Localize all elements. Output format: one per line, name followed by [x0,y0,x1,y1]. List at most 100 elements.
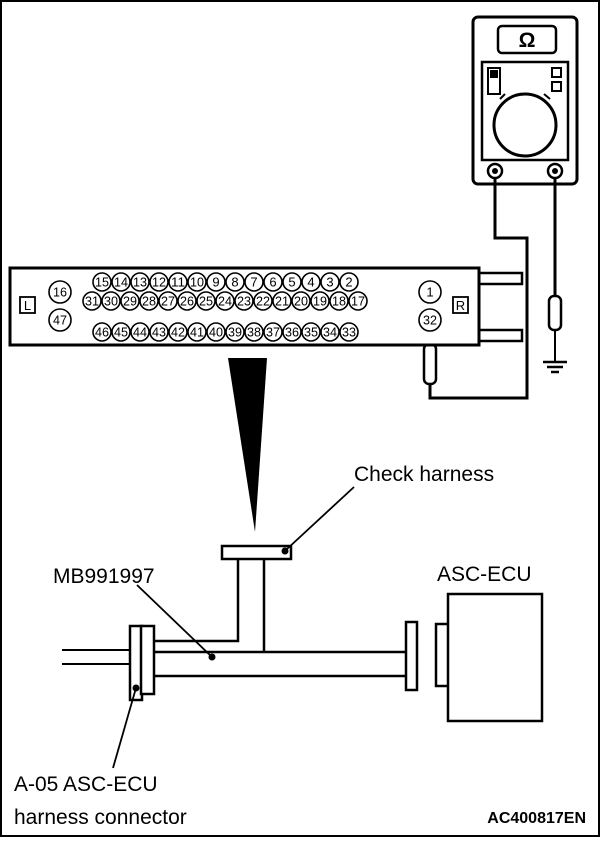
pin-13: 13 [130,272,150,292]
pin-label: 42 [171,325,185,340]
pin-41: 41 [187,322,207,342]
pin-18: 18 [329,291,349,311]
pin-label: 36 [285,325,299,340]
pin-12: 12 [149,272,169,292]
pin-label: 18 [332,294,346,309]
pin-47: 47 [48,308,72,332]
pin-39: 39 [225,322,245,342]
ground-lead [543,178,567,374]
pin-label: 1 [426,285,433,300]
pin-9: 9 [206,272,226,292]
selector-dial-icon [492,92,558,158]
pin-34: 34 [320,322,340,342]
pin-label: 19 [313,294,327,309]
pin-42: 42 [168,322,188,342]
pin-15: 15 [92,272,112,292]
connector-tab [476,328,524,343]
pin-label: 25 [199,294,213,309]
pin-label: 31 [85,294,99,309]
ohm-symbol: Ω [519,29,536,52]
ohmmeter: Ω [471,15,579,186]
pin-28: 28 [139,291,159,311]
leader-dot [281,547,289,555]
pin-label: 29 [123,294,137,309]
side-marker-right [452,296,469,314]
probe-icon [547,294,563,332]
pin-31: 31 [82,291,102,311]
pin-label: 14 [114,275,128,290]
pin-label: 41 [190,325,204,340]
pin-40: 40 [206,322,226,342]
pin-label: 24 [218,294,232,309]
pin-8: 8 [225,272,245,292]
probe-icon [422,342,438,386]
pin-label: 7 [250,275,257,290]
pin-30: 30 [101,291,121,311]
pin-label: 33 [342,325,356,340]
pin-46: 46 [92,322,112,342]
pin-23: 23 [234,291,254,311]
pin-6: 6 [263,272,283,292]
pin-7: 7 [244,272,264,292]
check-harness-label: Check harness [354,463,494,486]
pin-label: 26 [180,294,194,309]
pin-label: 21 [275,294,289,309]
pin-label: 6 [269,275,276,290]
pin-label: 38 [247,325,261,340]
pin-44: 44 [130,322,150,342]
harness-connector-label-line2: harness connector [14,806,187,829]
side-marker-left [19,296,36,314]
pin-label: 28 [142,294,156,309]
pin-label: 32 [423,313,437,328]
pin-20: 20 [291,291,311,311]
pin-label: 22 [256,294,270,309]
ecu-label: ASC-ECU [437,563,532,586]
pin-label: 40 [209,325,223,340]
pin-label: 34 [323,325,337,340]
pin-label: 20 [294,294,308,309]
pin-label: 35 [304,325,318,340]
pin-19: 19 [310,291,330,311]
pin-label: 27 [161,294,175,309]
indicator-icon [551,81,562,92]
pin-label: 3 [326,275,333,290]
pin-14: 14 [111,272,131,292]
pin-label: 43 [152,325,166,340]
view-pointer [228,358,267,532]
leader-dot [132,684,140,692]
pin-label: 16 [53,285,67,300]
pin-33: 33 [339,322,359,342]
pin-label: 17 [351,294,365,309]
pin-29: 29 [120,291,140,311]
pin-label: 15 [95,275,109,290]
pin-label: 2 [345,275,352,290]
check-harness-assembly [62,544,419,702]
indicator-icon [551,67,562,78]
pin-4: 4 [301,272,321,292]
ecu-side-connector [404,620,419,692]
pin-label: 23 [237,294,251,309]
pin-label: 39 [228,325,242,340]
pin-37: 37 [263,322,283,342]
pin-45: 45 [111,322,131,342]
leader-dot [208,653,216,661]
tool-number-label: MB991997 [53,565,155,588]
pin-35: 35 [301,322,321,342]
pin-label: 4 [307,275,314,290]
pin-label: 5 [288,275,295,290]
pin-label: 45 [114,325,128,340]
pin-label: 11 [171,275,185,290]
pin-label: 13 [133,275,147,290]
check-harness-plug [220,544,293,561]
pin-label: 8 [231,275,238,290]
asc-ecu-box [434,592,544,723]
pin-32: 32 [418,308,442,332]
pin-26: 26 [177,291,197,311]
ohmmeter-display [496,24,558,55]
pin-25: 25 [196,291,216,311]
pin-label: 46 [95,325,109,340]
